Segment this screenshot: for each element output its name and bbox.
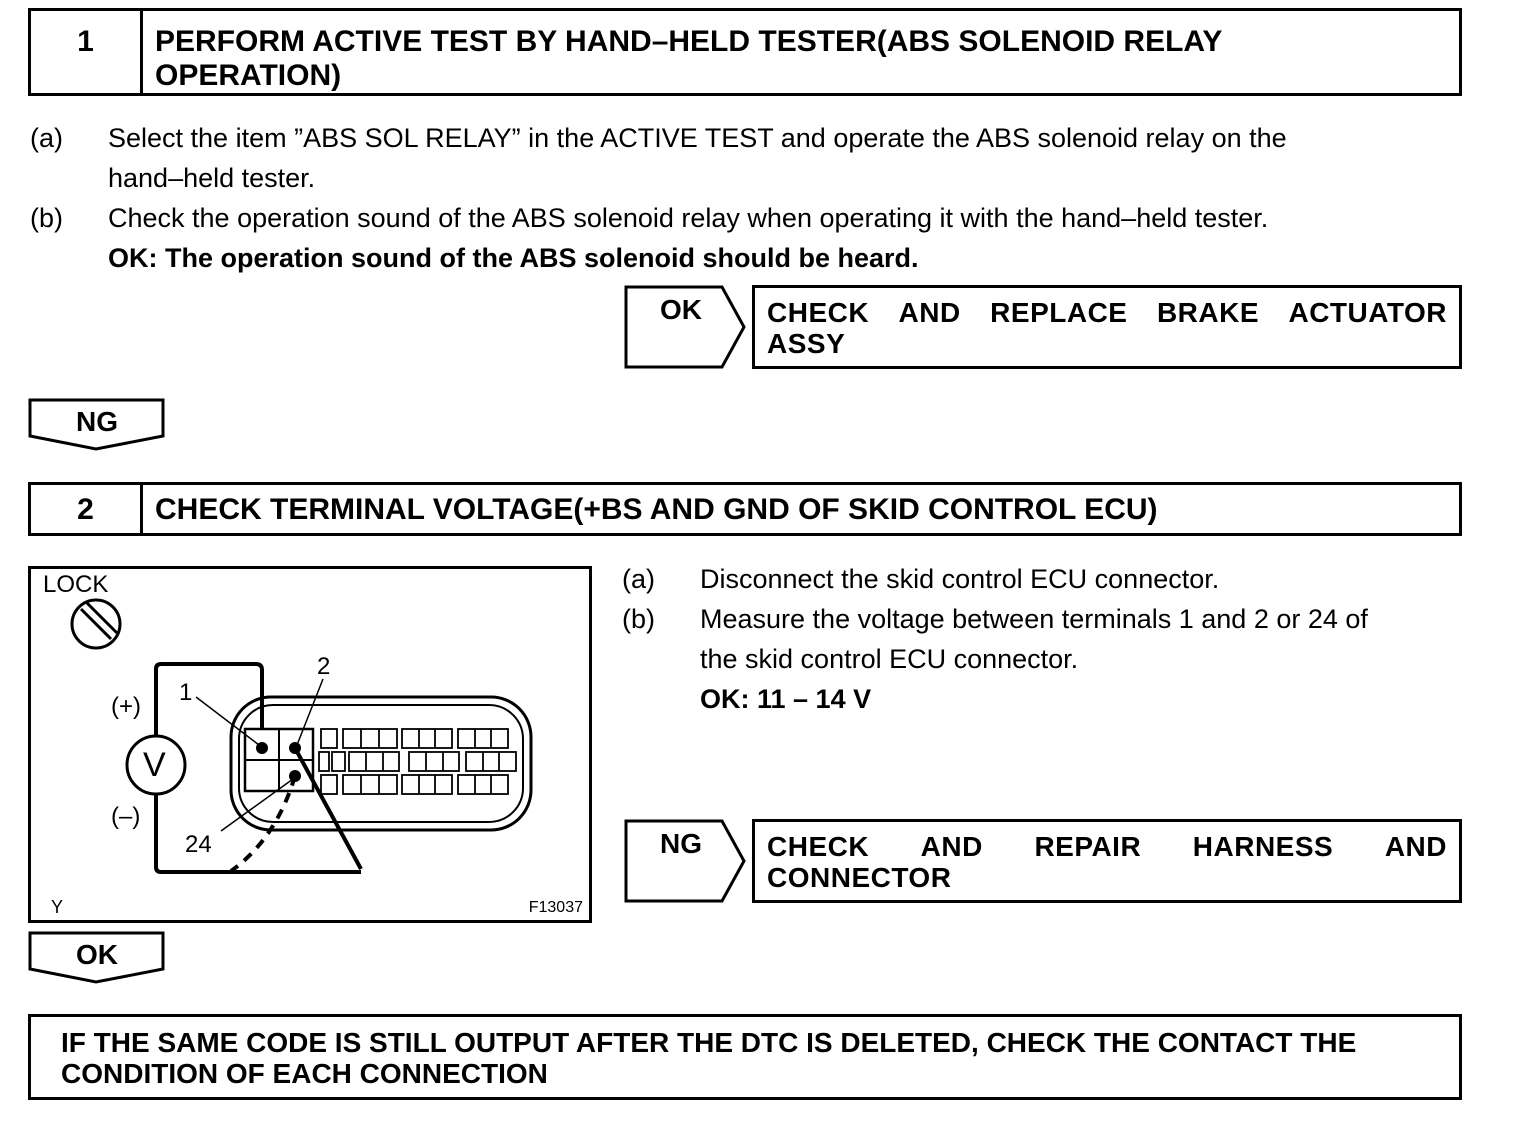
step2-ng-word-1: CHECK xyxy=(767,831,870,862)
step1-title-line2: OPERATION) xyxy=(155,59,342,92)
plus-label: (+) xyxy=(111,693,141,720)
step2-ok-arrow xyxy=(28,931,165,984)
step1-ok-result-line1: CHECK AND REPLACE BRAKE ACTUATOR xyxy=(767,297,1447,328)
step2-header: 2 CHECK TERMINAL VOLTAGE(+BS AND GND OF … xyxy=(28,482,1462,536)
connector-pins xyxy=(318,728,517,795)
terminal-2-label: 2 xyxy=(317,653,331,680)
step1-item-a-marker: (a) xyxy=(30,123,63,153)
step1-ok-word-3: REPLACE xyxy=(990,297,1128,328)
step1-title: PERFORM ACTIVE TEST BY HAND–HELD TESTER(… xyxy=(143,11,1459,93)
step2-item-a-marker: (a) xyxy=(622,564,655,594)
step2-ng-arrow xyxy=(624,819,746,903)
connector-diagram xyxy=(70,598,533,874)
final-line2: CONDITION OF EACH CONNECTION xyxy=(61,1058,548,1089)
step1-ok-word-5: ACTUATOR xyxy=(1288,297,1447,328)
step2-ng-result-line1: CHECK AND REPAIR HARNESS AND xyxy=(767,831,1447,862)
final-instruction-box: IF THE SAME CODE IS STILL OUTPUT AFTER T… xyxy=(28,1014,1462,1100)
lock-icon xyxy=(70,598,122,650)
step2-ng-label: NG xyxy=(660,828,702,859)
step1-ok-word-2: AND xyxy=(898,297,961,328)
step2-title: CHECK TERMINAL VOLTAGE(+BS AND GND OF SK… xyxy=(155,493,1158,526)
step1-ok-word-1: CHECK xyxy=(767,297,870,328)
step2-ng-result: CHECK AND REPAIR HARNESS AND CONNECTOR xyxy=(752,819,1462,903)
step2-ng-word-5: AND xyxy=(1384,831,1447,862)
step1-ok-result: CHECK AND REPLACE BRAKE ACTUATOR ASSY xyxy=(752,285,1462,369)
step2-ng-word-2: AND xyxy=(920,831,983,862)
corner-code: Y xyxy=(51,897,64,917)
step2-ng-word-4: HARNESS xyxy=(1192,831,1334,862)
connector-figure: LOCK (+) (–) V 1 2 24 Y F13037 xyxy=(28,566,592,923)
step2-item-b-marker: (b) xyxy=(622,604,655,634)
terminal-1-label: 1 xyxy=(179,679,193,706)
step1-ng-label: NG xyxy=(76,406,118,437)
step1-ok-label: OK xyxy=(660,294,702,325)
terminal-24-label: 24 xyxy=(185,831,212,858)
step1-item-b-marker: (b) xyxy=(30,203,63,233)
step2-item-b-line2: the skid control ECU connector. xyxy=(700,644,1079,674)
step2-ok-spec: OK: 11 – 14 V xyxy=(700,684,872,714)
step1-ng-arrow xyxy=(28,398,165,451)
step1-number: 1 xyxy=(31,11,143,93)
step1-item-a-line1: Select the item ”ABS SOL RELAY” in the A… xyxy=(108,123,1287,153)
voltmeter-icon xyxy=(125,734,187,796)
step1-item-a-line2: hand–held tester. xyxy=(108,163,316,193)
minus-label: (–) xyxy=(111,803,141,830)
step1-item-b-line1: Check the operation sound of the ABS sol… xyxy=(108,203,1269,233)
step1-ok-arrow xyxy=(624,285,746,369)
step2-item-b-line1: Measure the voltage between terminals 1 … xyxy=(700,604,1368,634)
final-line1: IF THE SAME CODE IS STILL OUTPUT AFTER T… xyxy=(61,1027,1357,1058)
figure-id: F13037 xyxy=(528,899,583,916)
step2-ok-label: OK xyxy=(76,939,118,970)
step1-ok-result-line2: ASSY xyxy=(767,328,846,359)
step1-title-line1: PERFORM ACTIVE TEST BY HAND–HELD TESTER(… xyxy=(155,25,1223,58)
step1-ok-word-4: BRAKE xyxy=(1156,297,1259,328)
step1-header: 1 PERFORM ACTIVE TEST BY HAND–HELD TESTE… xyxy=(28,8,1462,96)
step2-item-a-line1: Disconnect the skid control ECU connecto… xyxy=(700,564,1220,594)
step2-ng-result-line2: CONNECTOR xyxy=(767,862,952,893)
step2-ng-word-3: REPAIR xyxy=(1034,831,1142,862)
step2-number: 2 xyxy=(31,485,143,533)
step1-ok-spec: OK: The operation sound of the ABS solen… xyxy=(108,243,919,273)
lock-label: LOCK xyxy=(43,571,109,598)
meter-label: V xyxy=(143,746,166,784)
